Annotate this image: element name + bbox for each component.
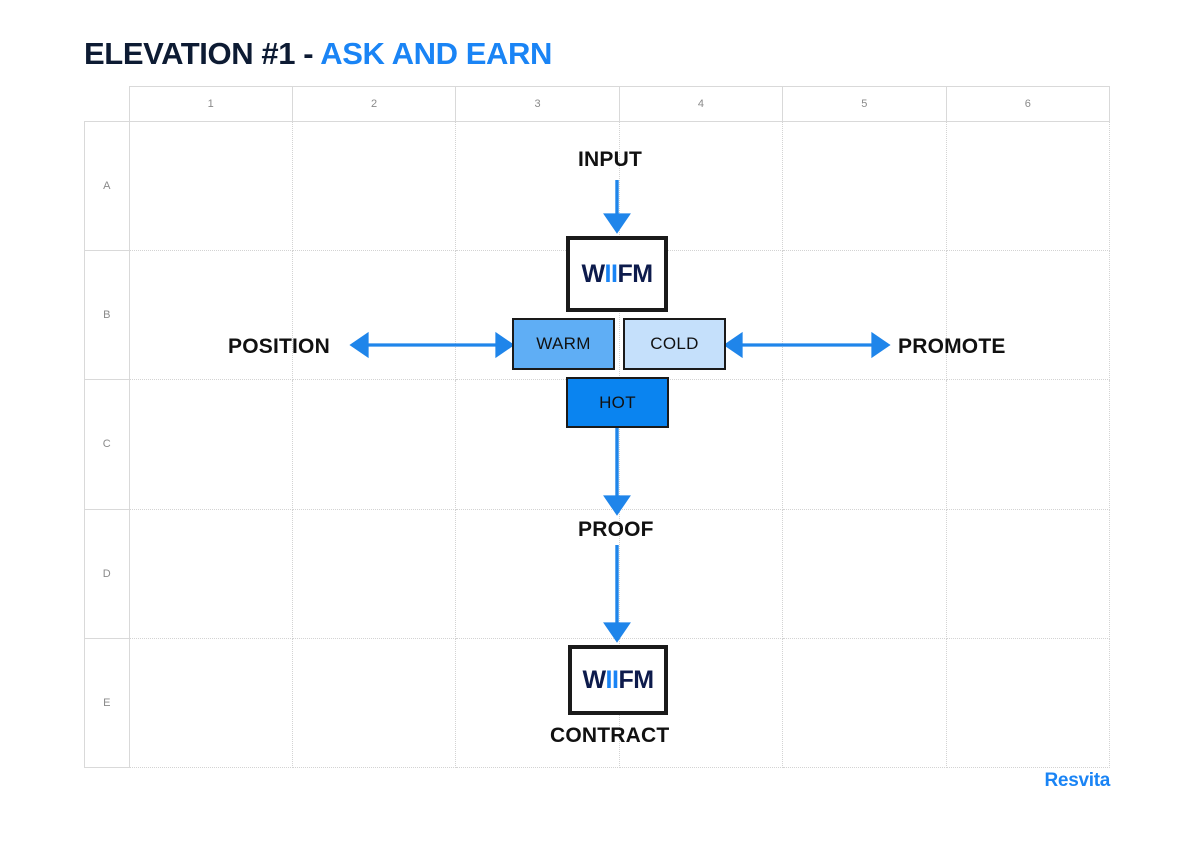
page-title: ELEVATION #1 - ASK AND EARN bbox=[84, 38, 552, 69]
cell-d1[interactable] bbox=[129, 509, 293, 639]
table-row: A bbox=[84, 121, 1111, 252]
table-row: E bbox=[84, 638, 1111, 769]
cell-e6[interactable] bbox=[946, 638, 1111, 769]
cell-a3[interactable] bbox=[455, 121, 620, 252]
wiifm-bottom-prefix: W bbox=[582, 665, 606, 694]
table-row: C bbox=[84, 379, 1111, 510]
wiifm-logo-bottom: WIIFM bbox=[582, 665, 654, 694]
contract-label: CONTRACT bbox=[550, 724, 670, 747]
temp-box-warm[interactable]: WARM bbox=[512, 318, 615, 370]
wiifm-box-bottom[interactable]: WIIFM bbox=[568, 645, 668, 715]
wiifm-top-accent: II bbox=[604, 259, 618, 288]
cell-a1[interactable] bbox=[129, 121, 293, 252]
cell-b5[interactable] bbox=[782, 250, 947, 381]
column-header-row: 1 2 3 4 5 6 bbox=[84, 86, 1111, 122]
row-header-c[interactable]: C bbox=[84, 379, 130, 510]
table-row: D bbox=[84, 509, 1111, 639]
cell-a2[interactable] bbox=[292, 121, 457, 252]
cell-c2[interactable] bbox=[292, 379, 457, 510]
temp-box-cold[interactable]: COLD bbox=[623, 318, 726, 370]
cell-e5[interactable] bbox=[782, 638, 947, 769]
wiifm-box-top[interactable]: WIIFM bbox=[566, 236, 668, 312]
cell-b2[interactable] bbox=[292, 250, 457, 381]
row-header-d[interactable]: D bbox=[84, 509, 130, 639]
column-header-2[interactable]: 2 bbox=[292, 86, 457, 122]
wiifm-bottom-suffix: FM bbox=[618, 665, 654, 694]
cell-e2[interactable] bbox=[292, 638, 457, 769]
wiifm-top-suffix: FM bbox=[617, 259, 653, 288]
cell-b1[interactable] bbox=[129, 250, 293, 381]
column-header-3[interactable]: 3 bbox=[455, 86, 620, 122]
cell-d5[interactable] bbox=[782, 509, 947, 639]
temp-box-hot[interactable]: HOT bbox=[566, 377, 669, 428]
cell-a4[interactable] bbox=[619, 121, 784, 252]
page-title-primary: ELEVATION #1 - bbox=[84, 36, 321, 71]
position-label: POSITION bbox=[228, 335, 330, 358]
grid-table: 1 2 3 4 5 6 A B C bbox=[84, 86, 1111, 769]
cell-c5[interactable] bbox=[782, 379, 947, 510]
cell-d3[interactable] bbox=[455, 509, 620, 639]
input-label: INPUT bbox=[578, 148, 642, 171]
row-header-a[interactable]: A bbox=[84, 121, 130, 252]
column-header-5[interactable]: 5 bbox=[782, 86, 947, 122]
cell-c6[interactable] bbox=[946, 379, 1111, 510]
cell-c1[interactable] bbox=[129, 379, 293, 510]
wiifm-top-prefix: W bbox=[581, 259, 605, 288]
column-header-4[interactable]: 4 bbox=[619, 86, 784, 122]
wiifm-logo-top: WIIFM bbox=[581, 259, 653, 288]
row-header-e[interactable]: E bbox=[84, 638, 130, 769]
promote-label: PROMOTE bbox=[898, 335, 1006, 358]
wiifm-bottom-accent: II bbox=[605, 665, 619, 694]
column-header-1[interactable]: 1 bbox=[128, 86, 293, 122]
cell-a6[interactable] bbox=[946, 121, 1111, 252]
cell-b6[interactable] bbox=[946, 250, 1111, 381]
worksheet-grid: 1 2 3 4 5 6 A B C bbox=[84, 86, 1111, 769]
cell-a5[interactable] bbox=[782, 121, 947, 252]
proof-label: PROOF bbox=[578, 518, 654, 541]
row-header-b[interactable]: B bbox=[84, 250, 130, 381]
column-header-6[interactable]: 6 bbox=[946, 86, 1111, 122]
resvita-logo: Resvita bbox=[1044, 770, 1111, 791]
page-title-accent: ASK AND EARN bbox=[320, 36, 553, 71]
grid-corner-cell bbox=[84, 86, 130, 122]
cell-d6[interactable] bbox=[946, 509, 1111, 639]
cell-e1[interactable] bbox=[129, 638, 293, 769]
cell-d2[interactable] bbox=[292, 509, 457, 639]
cell-d4[interactable] bbox=[619, 509, 784, 639]
